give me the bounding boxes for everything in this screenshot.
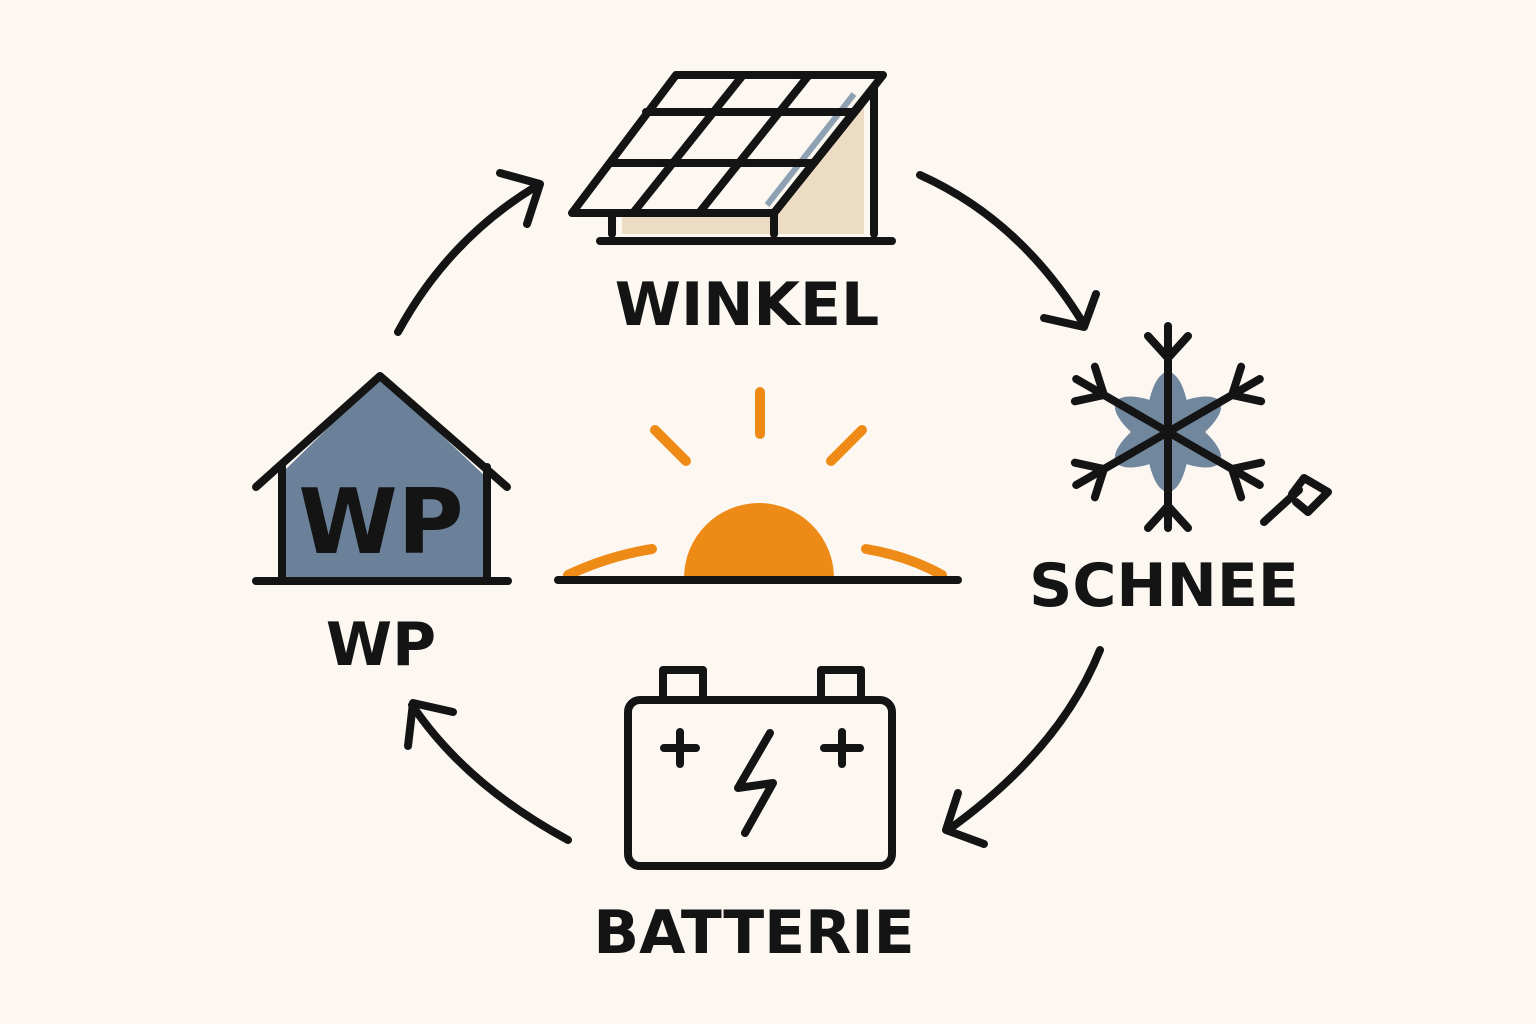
schnee-label: SCHNEE xyxy=(1029,551,1299,621)
snowflake-icon xyxy=(1070,322,1266,532)
batterie-label: BATTERIE xyxy=(593,898,914,968)
arrow-schnee-to-batterie xyxy=(942,646,1104,848)
battery-icon xyxy=(624,666,896,870)
arrow-batterie-to-wp xyxy=(404,699,572,844)
arrow-winkel-to-schnee xyxy=(916,171,1100,331)
snow-shovel-icon xyxy=(1260,474,1332,526)
wp-label: WP xyxy=(326,610,436,680)
sunrise-icon xyxy=(554,387,962,584)
house-wp-text: WP xyxy=(298,470,463,575)
arrow-wp-to-winkel xyxy=(394,169,544,336)
solar-panel-icon xyxy=(568,71,896,245)
house-icon: WP xyxy=(252,372,512,585)
winkel-label: WINKEL xyxy=(615,270,879,340)
